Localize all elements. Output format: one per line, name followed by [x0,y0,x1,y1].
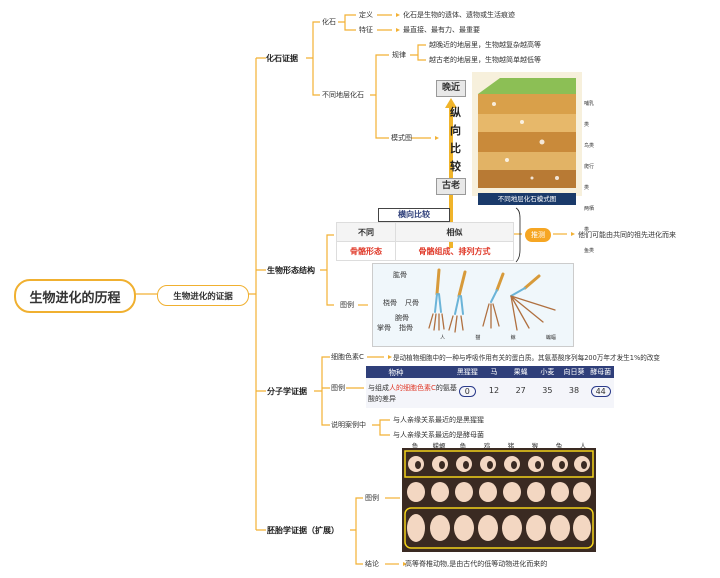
rule-label[interactable]: 规律 [392,51,406,59]
definition-label[interactable]: 定义 [359,11,373,19]
row-label: 与组成人的细胞色素C的氨基酸的差异 [368,384,457,403]
feature-label[interactable]: 特征 [359,26,373,34]
root-node[interactable]: 生物进化的历程 [14,279,136,313]
case-text-1: 与人亲缘关系最近的是黑猩猩 [393,416,484,424]
embryo-image [402,448,596,552]
definition-text: 化石是生物的遗体、遗物或生活痕迹 [403,11,515,19]
bone-humerus-label: 肱骨 [393,271,407,279]
col-different: 不同 [336,222,396,242]
cytochrome-table: 物种 与组成人的细胞色素C的氨基酸的差异 黑猩猩 马 果蝇 小麦 向日葵 酵母菌… [366,366,614,408]
infer-text: 他们可能由共同的祖先进化而来 [578,231,676,239]
animal-labels: 人猫鲸蝙蝠 [440,335,556,341]
cytochrome-label[interactable]: 细胞色素C [331,353,364,361]
conclusion-text: 高等脊椎动物,是由古代的低等动物进化而来的 [405,560,548,568]
infer-chip[interactable]: 推测 [525,228,551,242]
cytochrome-text: 是动植物细胞中的一种与呼吸作用有关的蛋白质。其氨基酸序列每200万年才发生1%的… [393,354,661,362]
bone-phalange-label: 指骨 [399,324,413,332]
vertical-compare-text: 纵向比较 [450,106,461,173]
feature-text: 最直接、最有力、最重要 [403,26,480,34]
fossil-evidence-node[interactable]: 化石证据 [266,54,298,63]
strata-legend: 哺乳类鸟类爬行类两栖类鱼类 [584,101,595,254]
molecular-node[interactable]: 分子学证据 [267,387,307,396]
cell-different: 骨骼形态 [336,241,396,261]
limb-bones-drawing [428,268,556,333]
bone-radius-label: 桡骨 [383,299,397,307]
embryo-node[interactable]: 胚胎学证据（扩展） [267,526,339,535]
up-arrow-icon [445,98,457,248]
bone-metacarpal-label: 掌骨 [377,324,391,332]
ancient-label: 古老 [436,178,466,195]
header-wheat: 小麦 [540,368,555,376]
molecular-example-label[interactable]: 图例 [331,384,345,392]
strata-diagram: 晚近 纵向比较 古老 哺乳类鸟类爬行类两栖类鱼类 不同地层化石模式图 [434,72,594,254]
embryo-drawing [404,450,594,549]
header-fruitfly: 果蝇 [513,368,528,376]
diagram-label[interactable]: 模式图 [391,134,412,142]
rule-text-2: 越古老的地层里，生物越简单越低等 [429,56,541,64]
header-horse: 马 [490,368,498,376]
value-sunflower: 38 [568,386,580,395]
strata-image [472,72,582,196]
horizontal-compare-title: 横向比较 [378,208,450,222]
morphology-example-label[interactable]: 图例 [340,301,354,309]
fossil-node[interactable]: 化石 [322,18,336,26]
strata-caption: 不同地层化石模式图 [478,193,576,205]
strata-fossil-node[interactable]: 不同地层化石 [322,91,364,99]
bone-ulna-label: 尺骨 [405,299,419,307]
rule-text-1: 越晚近的地层里，生物越复杂越高等 [429,41,541,49]
value-horse: 12 [488,386,500,395]
table-header-bar [366,366,614,378]
header-yeast: 酵母菌 [590,368,612,376]
value-yeast: 44 [590,386,611,397]
header-species: 物种 [388,368,404,377]
case-label[interactable]: 说明案例中 [331,421,366,429]
morphology-table: 不同 相似 骨骼形态 骨骼组成、排列方式 [336,222,514,261]
morphology-node[interactable]: 生物形态结构 [267,266,315,275]
value-fruitfly: 27 [515,386,526,395]
case-text-2: 与人亲缘关系最远的是酵母菌 [393,431,484,439]
embryo-example-label[interactable]: 图例 [365,494,379,502]
conclusion-label[interactable]: 结论 [365,560,379,568]
col-similar: 相似 [395,222,514,242]
species-header-row: 黑猩猩 马 果蝇 小麦 向日葵 酵母菌 [454,367,614,377]
cell-similar: 骨骼组成、排列方式 [395,241,514,261]
values-row: 0 12 27 35 38 44 [454,386,614,397]
bones-image: 肱骨 桡骨 尺骨 腕骨 掌骨 指骨 人猫鲸蝙蝠 [372,263,574,347]
header-sunflower: 向日葵 [563,368,585,376]
bone-carpal-label: 腕骨 [395,314,409,322]
evidence-node[interactable]: 生物进化的证据 [157,285,249,306]
value-chimp: 0 [458,386,476,397]
value-wheat: 35 [542,386,553,395]
header-chimp: 黑猩猩 [456,368,478,376]
embryo-species-row: 鱼蝾螈 龟鸡 猪猴 兔人 [411,442,587,450]
recent-label: 晚近 [436,80,466,97]
